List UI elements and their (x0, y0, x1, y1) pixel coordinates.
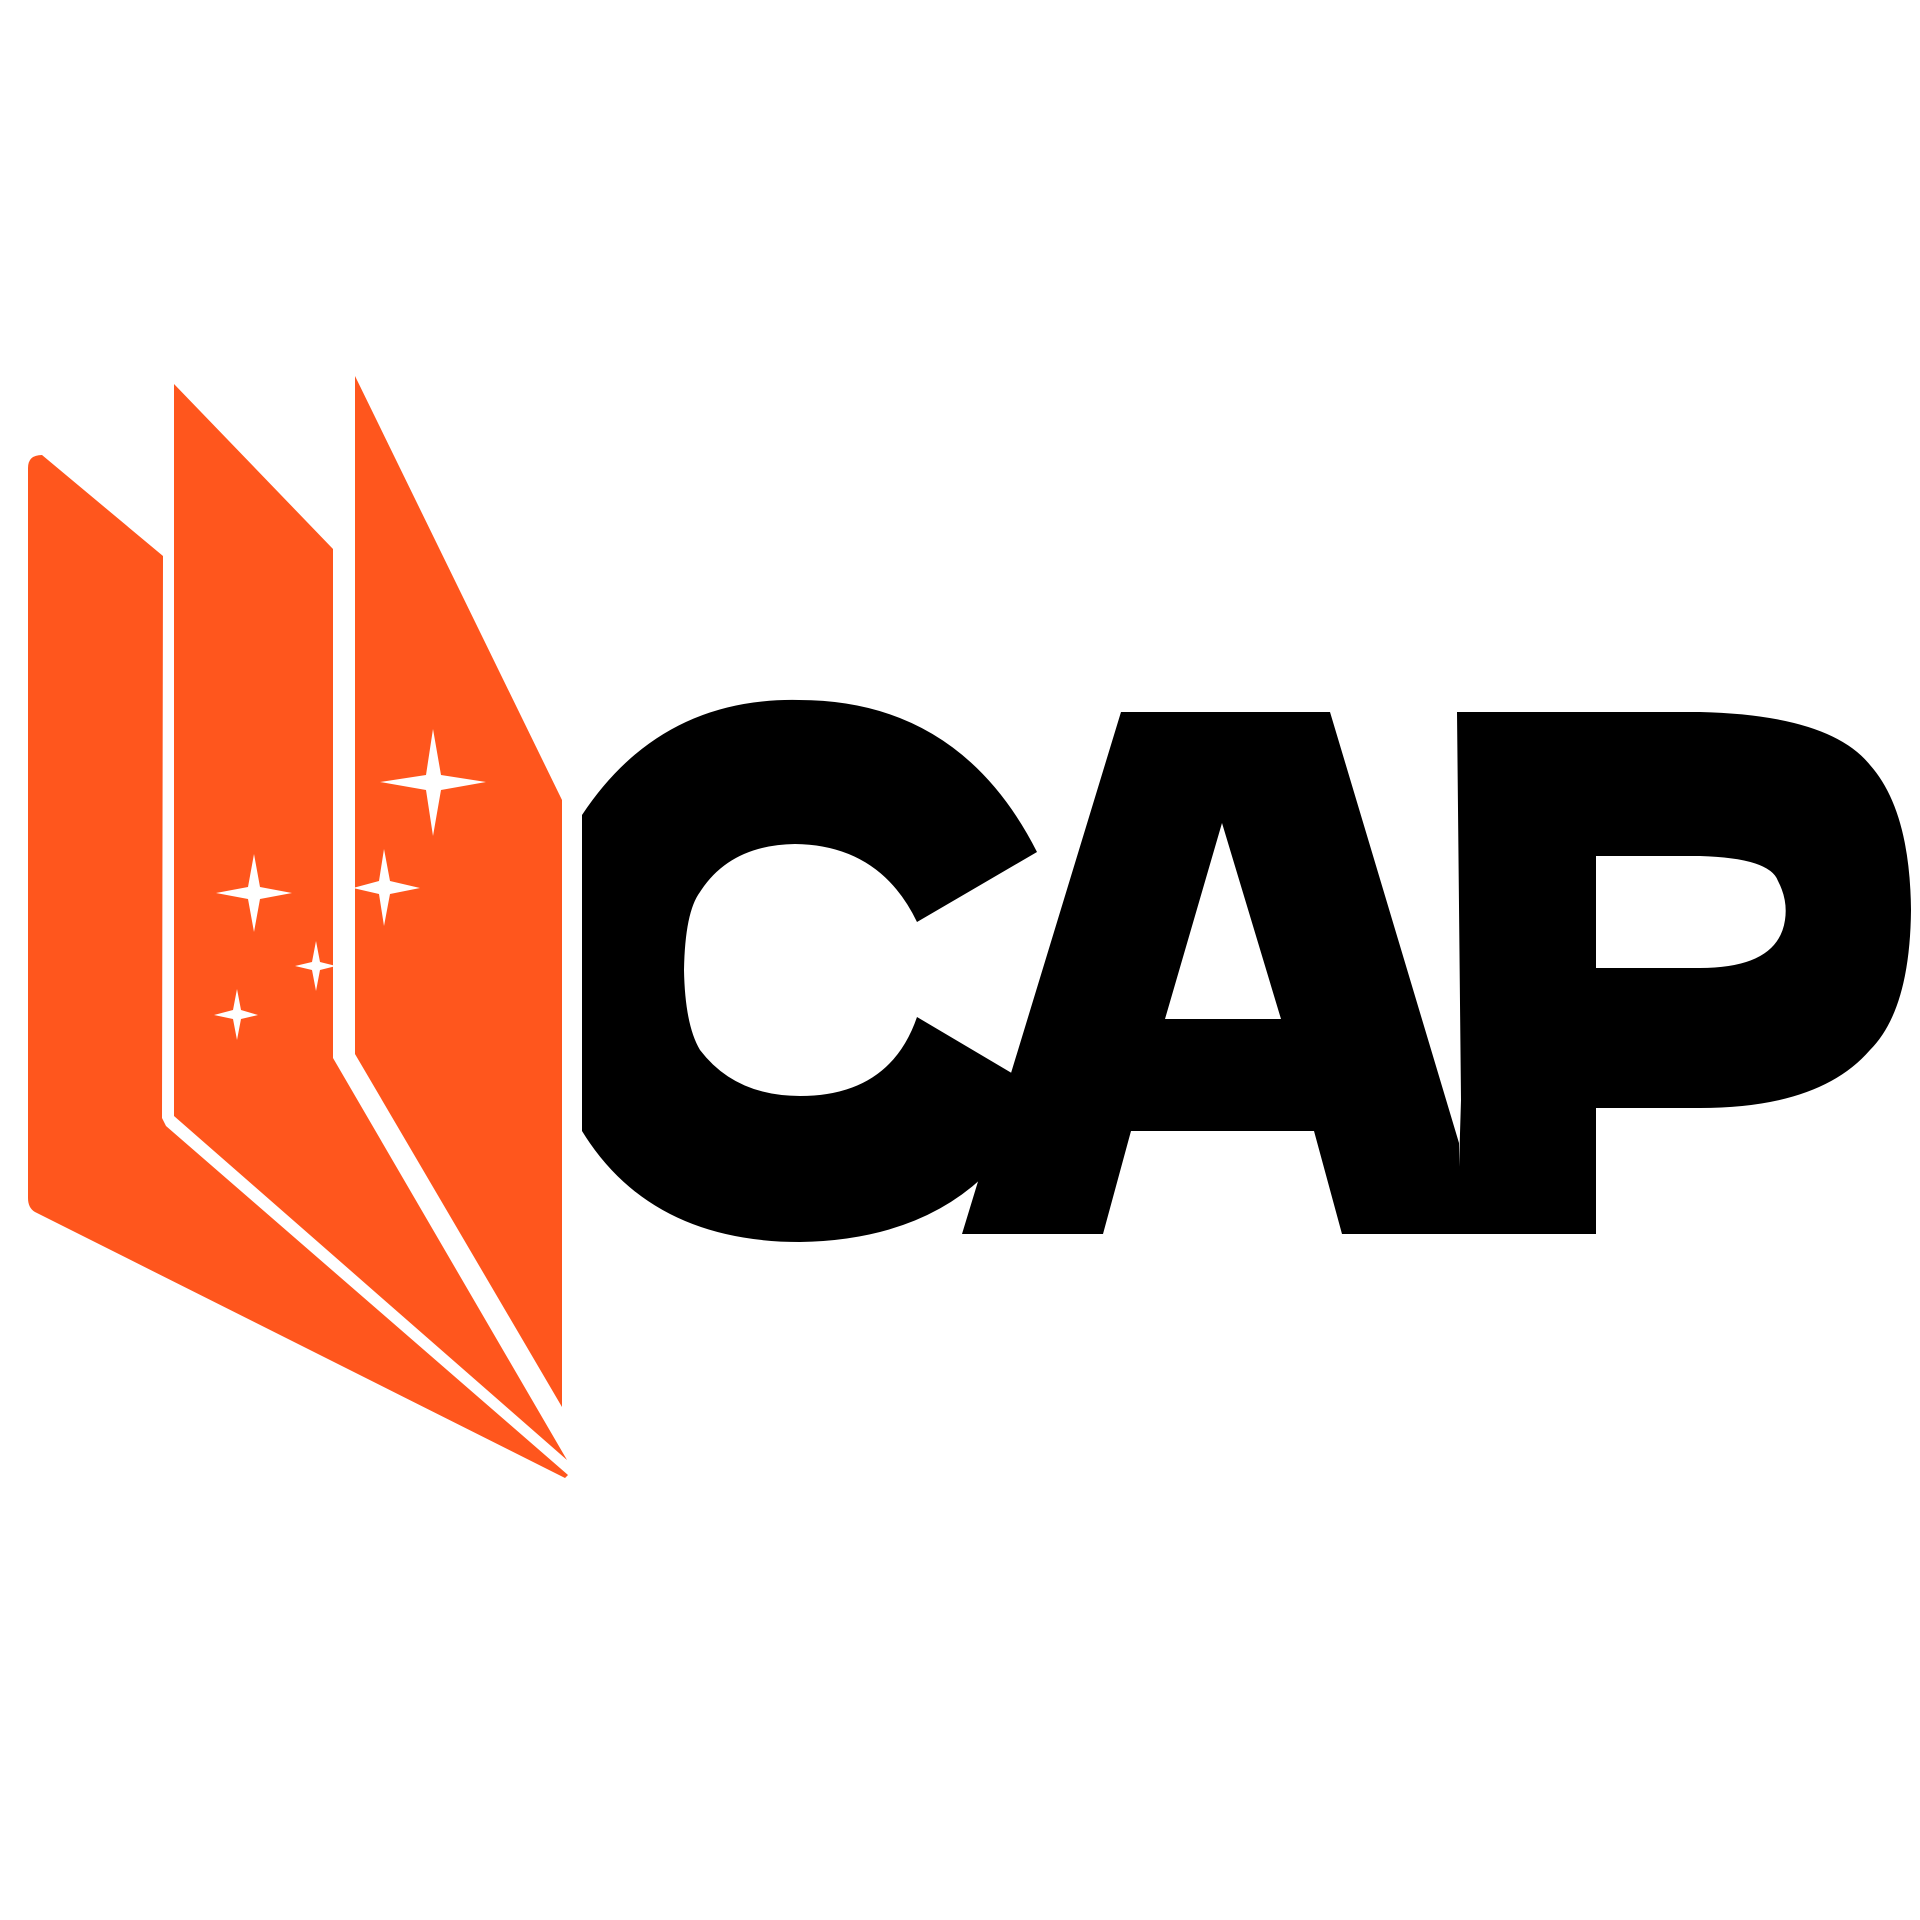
open-book-icon (28, 376, 568, 1478)
letter-c (582, 699, 1037, 1242)
book-page-front (355, 376, 562, 1407)
book-page-back (28, 455, 568, 1478)
letter-p (1457, 712, 1911, 1234)
sparkle-small (295, 941, 336, 991)
sparkle-tiny (214, 989, 258, 1040)
sparkle-large (380, 729, 486, 836)
sparkle-medium-left (216, 854, 292, 932)
logo-wordmark (582, 699, 1911, 1242)
book-page-middle (174, 384, 567, 1460)
letter-a (962, 712, 1459, 1234)
sparkle-medium-right (353, 849, 420, 926)
sparkle-icon (214, 729, 486, 1040)
